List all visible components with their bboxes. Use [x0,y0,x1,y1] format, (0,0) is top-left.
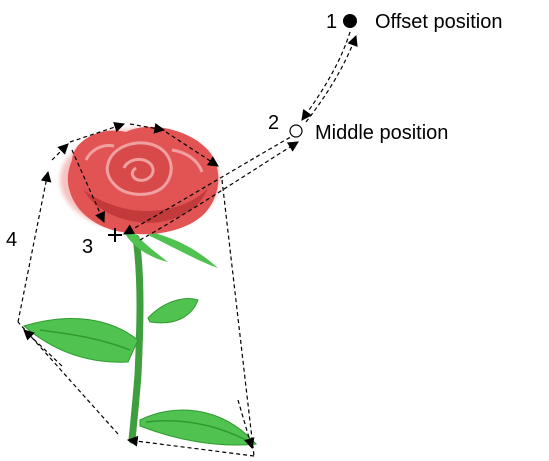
path-offset-to-middle [301,31,351,121]
rose-leaf [22,318,139,363]
rose-petal-shade [84,188,208,223]
rose-petal-highlight [171,148,204,173]
rose-petal-inner [105,141,173,196]
rose-sepal [150,232,218,268]
crosshair-icon [108,228,122,242]
rose-leaf-vein [39,329,131,351]
motion-path [123,31,358,241]
offset-number-label: 1 [326,11,337,33]
middle-position-label: Middle position [315,122,448,144]
path-middle-to-offset [305,34,358,123]
rose-leaf [139,409,258,446]
outline-segment [23,329,63,367]
outline-segment [129,122,166,134]
path-middle-to-hotspot [123,133,297,235]
outline-segment [165,131,219,167]
rose-leaf-vein [145,420,247,441]
rose-petal-highlight [84,144,115,161]
outline-segment [51,143,69,161]
rose-petal-swirl [122,158,155,182]
outline-segment [221,179,255,457]
rose-illustration [22,126,258,446]
offset-position-marker [343,14,357,28]
outline-segment [237,399,255,450]
outline-number-label: 4 [6,229,17,251]
rose-stem [128,234,144,444]
hotspot-number-label: 3 [82,236,93,258]
outline-segment [71,149,105,223]
outline-segment [69,121,126,143]
rose-leaf [147,298,199,324]
middle-position-marker [289,124,303,138]
rose-sepal [122,228,168,262]
outline-segment [17,170,52,323]
middle-number-label: 2 [268,112,279,134]
outline-segment [126,435,255,457]
outline-path [17,121,255,457]
path-hotspot-to-middle [139,141,299,241]
offset-position-label: Offset position [375,11,502,33]
